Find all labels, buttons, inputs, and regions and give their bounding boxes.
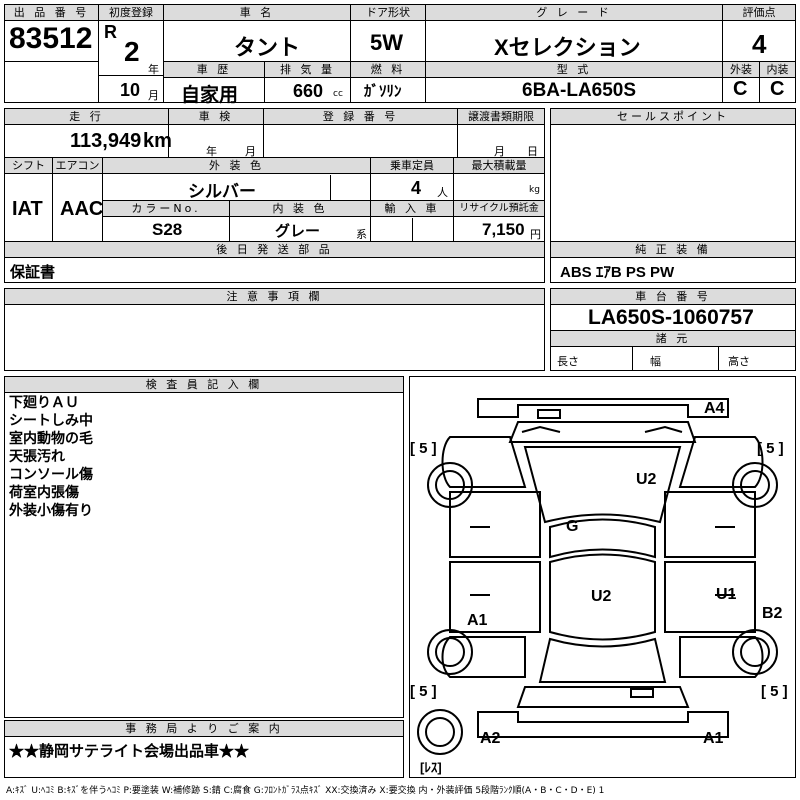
shift-label: シフト xyxy=(5,158,52,174)
inspector-line: 天張汚れ xyxy=(9,449,65,465)
displacement: 660 xyxy=(293,81,324,101)
tire-front-left: [ 5 ] xyxy=(410,440,437,457)
caution-label: 注 意 事 項 欄 xyxy=(5,289,544,305)
chassis-label: 車 台 番 号 xyxy=(551,289,795,305)
mileage-label: 走 行 xyxy=(5,109,168,125)
inspector-box xyxy=(4,376,404,718)
office-note: ★★静岡サテライト会場出品車★★ xyxy=(9,743,250,760)
mark-u2-mid: U2 xyxy=(591,588,612,605)
tire-front-right: [ 5 ] xyxy=(757,440,784,457)
color-label: 外 装 色 xyxy=(103,158,370,174)
score: 4 xyxy=(752,29,767,59)
lot-no-label: 出 品 番 号 xyxy=(5,5,98,21)
air-conditioner: AAC xyxy=(60,198,104,220)
width-label: 幅 xyxy=(650,355,661,368)
inspection-label: 車 検 xyxy=(169,109,263,125)
equipment: ABS ｴｱB PS PW xyxy=(560,264,675,281)
height-label: 高さ xyxy=(728,355,750,368)
inspector-line: 荷室内張傷 xyxy=(9,485,79,501)
tire-rear-right: [ 5 ] xyxy=(761,683,788,700)
recycle-label: リサイクル預託金 xyxy=(454,201,544,217)
mileage: 113,949 xyxy=(70,130,142,152)
mark-u2-roof: U2 xyxy=(636,471,657,488)
int-color-label: 内 装 色 xyxy=(230,201,370,217)
inspector-line: 外装小傷有り xyxy=(9,503,93,519)
mark-a1-left: A1 xyxy=(467,612,488,629)
int-color: グレー xyxy=(275,223,321,240)
fuel-label: 燃 料 xyxy=(351,62,425,78)
reg-year: 2 xyxy=(124,36,140,67)
transfer-label: 譲渡書類期限 xyxy=(458,109,544,125)
grade: Xセレクション xyxy=(494,35,641,60)
mark-u1: U1 xyxy=(716,586,737,603)
era: R xyxy=(104,22,117,42)
door-type: 5W xyxy=(370,30,403,55)
grade-label: グ レ ー ド xyxy=(426,5,722,21)
chassis-no: LA650S-1060757 xyxy=(588,306,754,329)
history-label: 車 歴 xyxy=(164,62,264,78)
sales-point-label: セールスポイント xyxy=(551,109,795,125)
length-label: 長さ xyxy=(557,355,579,368)
inspector-line: シートしみ中 xyxy=(9,413,93,429)
later-parts-label: 後 日 発 送 部 品 xyxy=(5,242,544,258)
tire-rear-left: [ 5 ] xyxy=(410,683,437,700)
reg-month: 10 xyxy=(120,80,141,100)
inspector-notes: 下廻りＡＵ シートしみ中 室内動物の毛 天張汚れ コンソール傷 荷室内張傷 外装… xyxy=(9,394,93,520)
equipment-label: 純 正 装 備 xyxy=(551,242,795,258)
max-load-label: 最大積載量 xyxy=(454,158,544,174)
mark-a1-bottom: A1 xyxy=(703,730,724,747)
displacement-unit: cc xyxy=(333,89,343,99)
recycle-fee: 7,150 xyxy=(482,220,525,239)
transfer-month-unit: 月 xyxy=(494,145,505,158)
fuel: ｶﾞｿﾘﾝ xyxy=(364,83,402,100)
year-unit: 年 xyxy=(148,63,159,76)
month-unit: 月 xyxy=(148,89,159,102)
legend: A:ｷｽﾞ U:ﾍｺﾐ B:ｷｽﾞを伴うﾍｺﾐ P:要塗装 W:補修跡 S:錆 … xyxy=(6,786,605,796)
max-load-unit: kg xyxy=(529,185,540,195)
int-color-unit: 系 xyxy=(356,228,367,241)
insp-year-unit: 年 xyxy=(206,145,217,158)
reg-no-label: 登 録 番 号 xyxy=(264,109,457,125)
shift: IAT xyxy=(12,198,43,220)
inspector-line: コンソール傷 xyxy=(9,467,93,483)
capacity: 4 xyxy=(411,178,422,198)
mark-a2: A2 xyxy=(480,730,501,747)
mileage-unit: km xyxy=(143,130,172,152)
inspector-line: 下廻りＡＵ xyxy=(9,395,79,411)
interior-label: 内装 xyxy=(760,62,795,78)
inspector-line: 室内動物の毛 xyxy=(9,431,93,447)
inspector-label: 検 査 員 記 入 欄 xyxy=(5,377,403,393)
color: シルバー xyxy=(188,182,256,201)
model-code: 6BA-LA650S xyxy=(522,80,637,101)
lot-no: 83512 xyxy=(9,22,93,55)
capacity-unit: 人 xyxy=(437,186,448,199)
insp-month-unit: 月 xyxy=(245,145,256,158)
displacement-label: 排 気 量 xyxy=(265,62,350,78)
model-label: 型 式 xyxy=(426,62,722,78)
color-no: S28 xyxy=(152,220,183,239)
interior-grade: C xyxy=(770,78,785,100)
ac-label: エアコン xyxy=(53,158,102,174)
color-no-label: カラーNo. xyxy=(103,201,229,217)
exterior-grade: C xyxy=(733,78,748,100)
door-label: ドア形状 xyxy=(351,5,425,21)
transfer-day-unit: 日 xyxy=(527,145,538,158)
spare-tire: [ﾚｽ] xyxy=(420,760,442,775)
mark-b2: B2 xyxy=(762,605,783,622)
recycle-unit: 円 xyxy=(530,228,541,241)
capacity-label: 乗車定員 xyxy=(371,158,453,174)
score-label: 評価点 xyxy=(723,5,795,21)
mark-a4: A4 xyxy=(704,400,725,417)
office-label: 事 務 局 よ り ご 案 内 xyxy=(5,721,403,737)
spec-label: 諸 元 xyxy=(551,331,795,347)
later-parts: 保証書 xyxy=(10,264,56,281)
mark-g: G xyxy=(566,518,579,535)
car-diagram xyxy=(417,398,778,755)
history: 自家用 xyxy=(181,85,239,106)
car-name: タント xyxy=(234,35,301,60)
exterior-label: 外装 xyxy=(723,62,759,78)
car-name-label: 車 名 xyxy=(164,5,350,21)
first-reg-label: 初度登録 xyxy=(99,5,163,21)
import-label: 輸 入 車 xyxy=(371,201,453,217)
